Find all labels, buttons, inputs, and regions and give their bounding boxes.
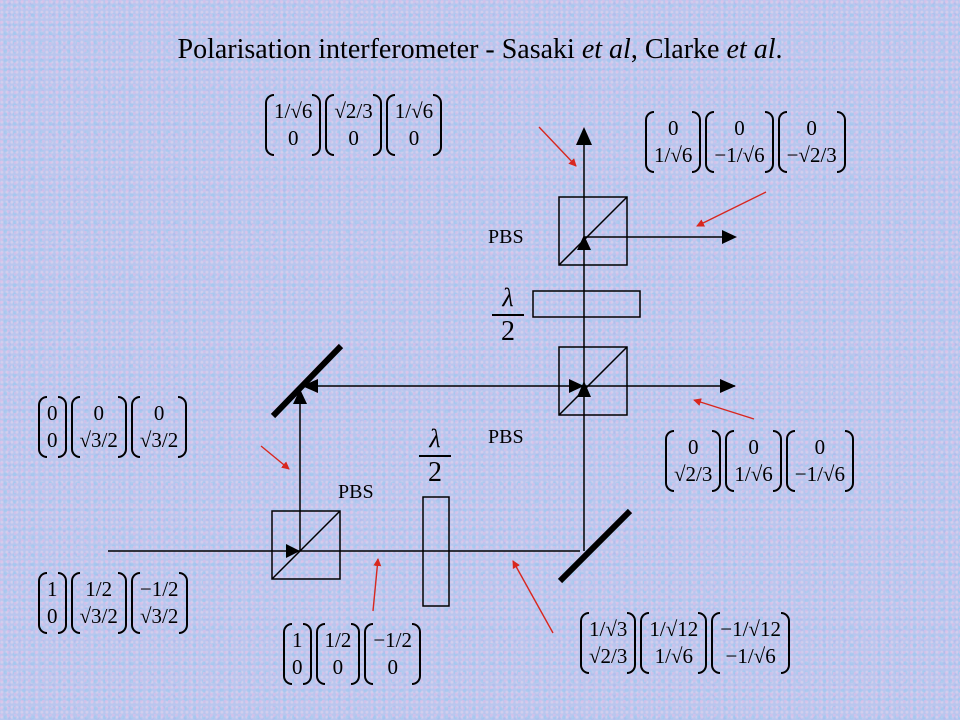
half-wave-plate-upper bbox=[532, 290, 641, 318]
arrow-head bbox=[286, 544, 300, 558]
pbs-middle bbox=[558, 346, 628, 416]
arrow-head bbox=[576, 127, 592, 145]
state-vector: 0−√2/3 bbox=[777, 111, 846, 173]
state-vector: −1/√12−1/√6 bbox=[711, 612, 790, 674]
mirror-top-left bbox=[270, 343, 344, 419]
pbs-left-label: PBS bbox=[338, 481, 374, 503]
mirror-bottom-right bbox=[557, 508, 633, 584]
pointer-arrow bbox=[693, 398, 755, 420]
pbs-top bbox=[558, 196, 628, 266]
state-vector: −1/2√3/2 bbox=[130, 572, 188, 634]
pointer-arrow bbox=[538, 126, 577, 167]
state-vector: 0√2/3 bbox=[665, 430, 722, 492]
pointer-arrow bbox=[372, 558, 382, 612]
state-vector: 0−1/√6 bbox=[785, 430, 855, 492]
arrow-head bbox=[577, 235, 591, 250]
pbs-middle-label: PBS bbox=[488, 426, 524, 448]
pbs-top-label: PBS bbox=[488, 226, 524, 248]
arrow-head bbox=[302, 379, 318, 393]
pointer-arrow bbox=[512, 560, 554, 634]
state-vector: 0√3/2 bbox=[70, 396, 128, 458]
arrow-head bbox=[293, 389, 307, 404]
half-wave-plate-lower bbox=[422, 496, 450, 607]
state-vector: 1/2√3/2 bbox=[70, 572, 128, 634]
state-vector: 1/√3√2/3 bbox=[580, 612, 637, 674]
arrow-head bbox=[569, 379, 584, 393]
pointer-arrow bbox=[260, 445, 290, 470]
page-title: Polarisation interferometer - Sasaki et … bbox=[177, 34, 783, 65]
pointer-arrow bbox=[696, 191, 767, 227]
state-vector: 0√3/2 bbox=[130, 396, 188, 458]
pbs-left bbox=[271, 510, 341, 580]
arrow-head bbox=[720, 379, 736, 393]
arrow-head bbox=[722, 230, 737, 244]
state-vector: 0−1/√6 bbox=[705, 111, 774, 173]
